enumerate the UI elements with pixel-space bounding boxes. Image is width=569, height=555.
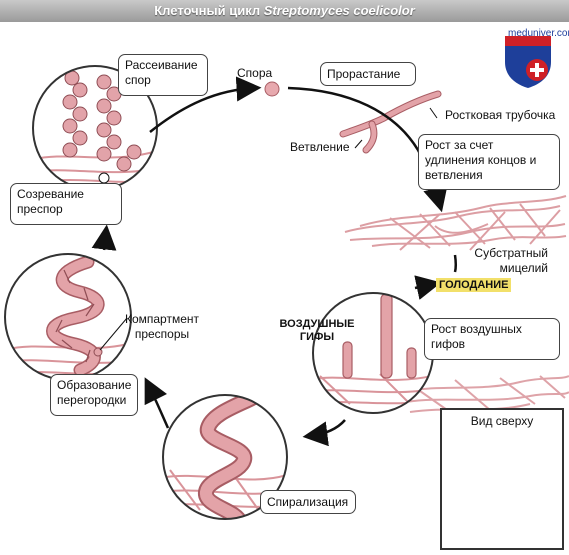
branching-label: Ветвление xyxy=(290,140,350,154)
prespore-compartment-label: Компартмент преспоры xyxy=(124,312,200,341)
aerial-growth-label: Рост воздушных гифов xyxy=(424,318,560,360)
septation-label: Образование перегородки xyxy=(50,374,138,416)
tip-growth-label: Рост за счет удлинения концов и ветвлени… xyxy=(418,134,560,190)
substrate-mycelium-drawing xyxy=(344,195,567,251)
title-bar xyxy=(0,0,569,22)
germ-tube-drawing xyxy=(339,90,442,154)
substrate-mycelium-label: Субстратный мицелий xyxy=(474,246,548,275)
circle-spore-dispersal xyxy=(32,65,158,191)
diagram-title: Клеточный цикл Streptomyces coelicolor xyxy=(154,3,415,18)
prespore-maturation-label: Созревание преспор xyxy=(10,183,122,225)
spore-label: Спора xyxy=(237,66,273,80)
spiralization-label: Спирализация xyxy=(260,490,356,514)
starvation-arrow xyxy=(414,275,442,300)
site-logo-text: meduniver.com xyxy=(508,28,569,39)
germ-tube-label: Ростковая трубочка xyxy=(445,108,556,122)
aerial-hyphae-tag: ВОЗДУШНЫЕ ГИФЫ xyxy=(279,318,355,343)
germination-label: Прорастание xyxy=(320,62,416,86)
circle-spiralization xyxy=(162,394,288,520)
spore-dot xyxy=(264,81,280,97)
starvation-label: ГОЛОДАНИЕ xyxy=(436,278,512,292)
top-view-label: Вид сверху xyxy=(470,414,534,428)
top-view-inset: Вид сверху xyxy=(440,408,564,550)
circle-aerial-growth xyxy=(312,292,434,414)
circle-septation xyxy=(4,253,132,381)
pointer-lines xyxy=(99,107,438,351)
spore-dispersal-label: Рассеивание спор xyxy=(118,54,208,96)
medical-cross-icon xyxy=(505,36,551,88)
